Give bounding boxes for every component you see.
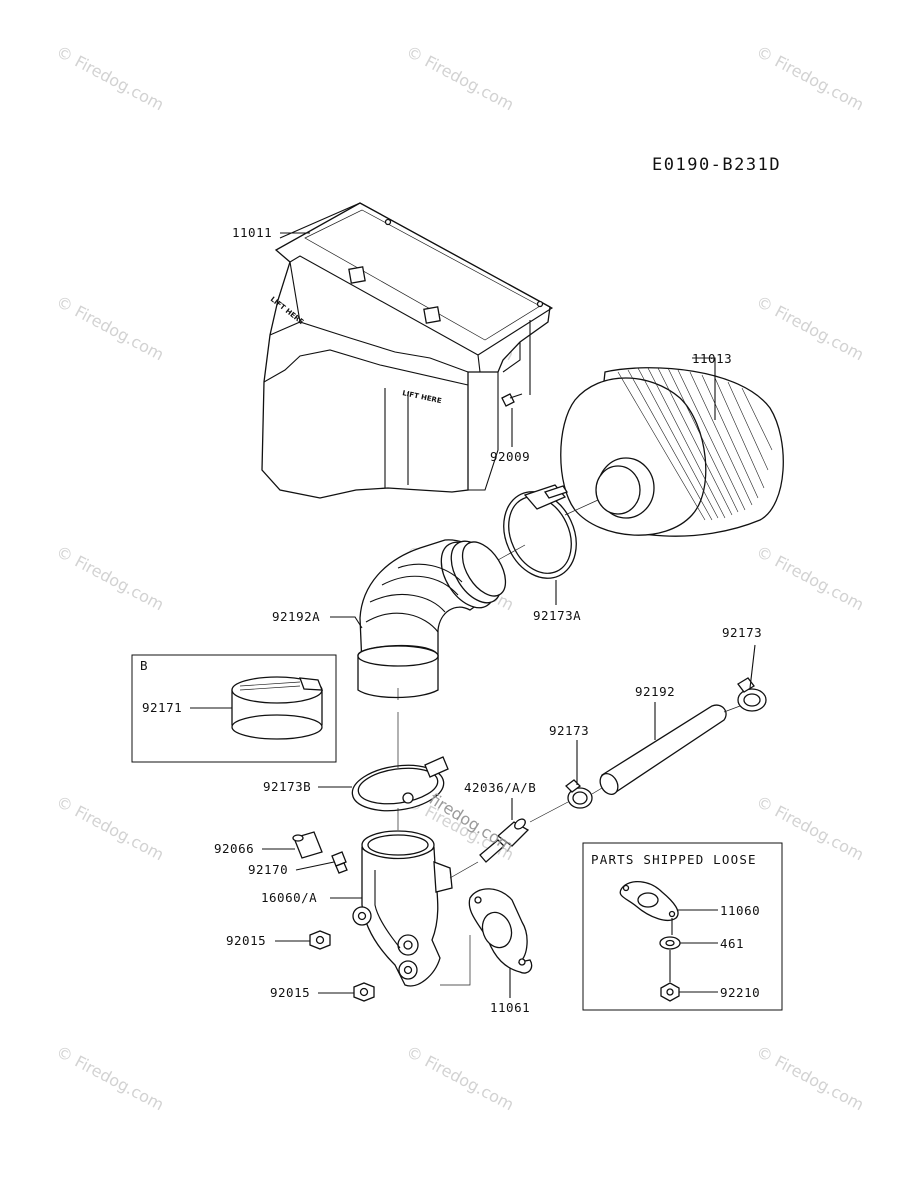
watermark: © Firedog.com: [753, 542, 867, 615]
callout-label: 92015: [226, 933, 266, 948]
loose-part-label: 11060: [720, 903, 760, 918]
callout-label: 11013: [692, 351, 732, 366]
clamp-92173-lower: [565, 779, 593, 809]
air-filter-element: [560, 367, 784, 537]
nut-92015-lower: [353, 982, 375, 1002]
callout-label: 16060/A: [261, 890, 317, 905]
watermark: © Firedog.com: [53, 42, 167, 115]
fitting-42036: [479, 818, 530, 863]
loose-part-label: 461: [720, 936, 744, 951]
hose-92192: [599, 704, 727, 795]
nut-92015-upper: [309, 930, 331, 950]
callout-label: 92192: [635, 684, 675, 699]
intake-pipe-16060A: [352, 830, 453, 987]
gasket-11061: [468, 888, 533, 974]
callout-label: 92173A: [533, 608, 581, 623]
leader-lines: [262, 232, 756, 998]
nut-92210: [660, 982, 680, 1002]
pin-92066: [292, 831, 323, 859]
watermark: © Firedog.com: [753, 792, 867, 865]
callout-label: 92173: [549, 723, 589, 738]
watermark: © Firedog.com: [403, 42, 517, 115]
elbow-hose-92192A: [357, 539, 507, 699]
washer-461: [659, 936, 681, 950]
loose-part-label: 92210: [720, 985, 760, 1000]
gasket-11060: [619, 881, 679, 921]
clamp-92173A: [503, 484, 577, 579]
watermark: © Firedog.com: [403, 1042, 517, 1115]
clamp-92173B: [351, 756, 449, 812]
callout-label: 11061: [490, 1000, 530, 1015]
watermark: © Firedog.com: [53, 792, 167, 865]
clamp-92173-upper: [737, 677, 767, 712]
diagram-code: E0190-B231D: [652, 155, 781, 175]
watermark: © Firedog.com: [53, 1042, 167, 1115]
inset-box-b: B 92171: [131, 654, 337, 763]
callout-label: 42036/A/B: [464, 780, 536, 795]
callout-label: 92192A: [272, 609, 320, 624]
callout-labels: 11011 11013 92009 92192A 92173A 92173 92…: [214, 225, 762, 1015]
watermark: © Firedog.com: [53, 292, 167, 365]
watermark: © Firedog.com: [753, 1042, 867, 1115]
watermark: © Firedog.com: [753, 292, 867, 365]
loose-box-title: PARTS SHIPPED LOOSE: [591, 852, 757, 867]
callout-label: 92066: [214, 841, 254, 856]
parts-shipped-loose-box: PARTS SHIPPED LOOSE 11060 461 92210: [582, 842, 783, 1011]
callout-label: 92015: [270, 985, 310, 1000]
hose-clamp-92171: [231, 676, 323, 740]
inset-box-title: B: [140, 658, 148, 673]
air-cleaner-housing: LIFT HERE LIFT HERE: [261, 202, 554, 499]
screw-92009: [501, 393, 523, 407]
watermark: © Firedog.com: [753, 42, 867, 115]
callout-label: 92009: [490, 449, 530, 464]
callout-label: 11011: [232, 225, 272, 240]
callout-label: 92173B: [263, 779, 311, 794]
inset-part-label: 92171: [142, 700, 182, 715]
clip-92170: [331, 851, 348, 874]
callout-label: 92170: [248, 862, 288, 877]
callout-label: 92173: [722, 625, 762, 640]
watermark: © Firedog.com: [53, 542, 167, 615]
